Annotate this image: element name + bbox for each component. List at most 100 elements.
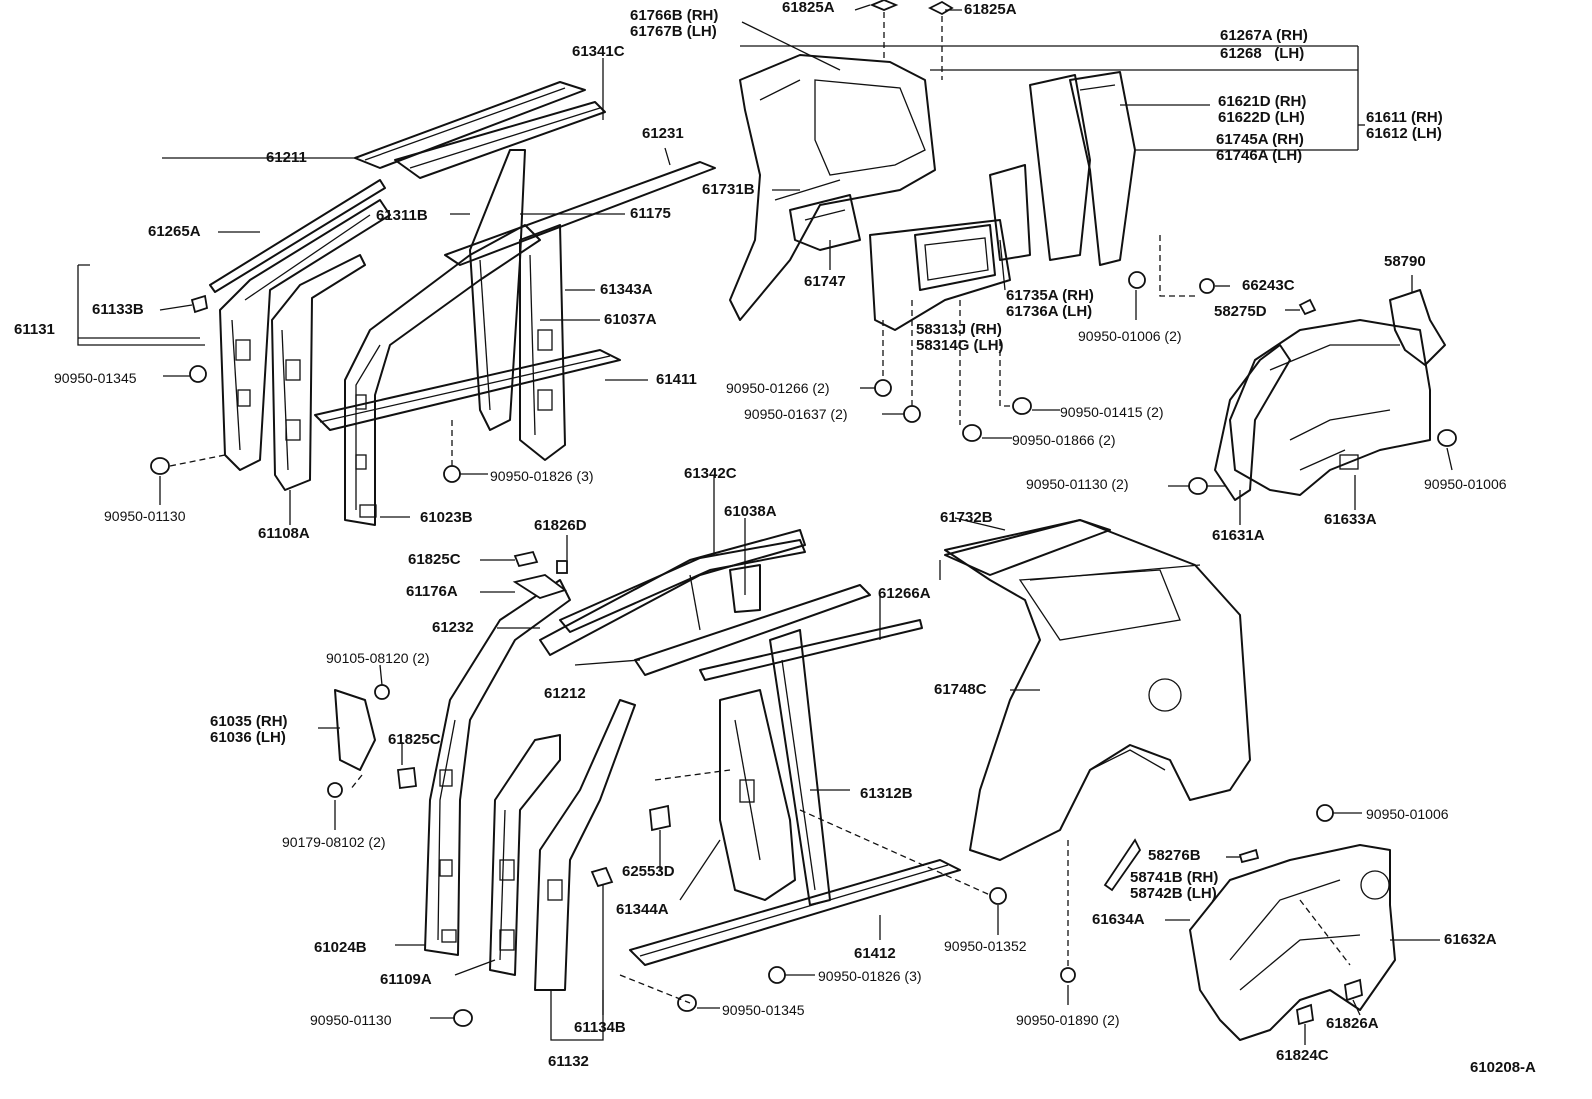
rocker-panel-61411	[314, 349, 621, 431]
label-58276B: 58276B	[1148, 847, 1201, 864]
label-90950-01006-right: 90950-01006	[1424, 476, 1507, 492]
pillar-61621D	[1029, 74, 1091, 261]
clip-90950-01130-right	[1188, 477, 1208, 495]
bolt-90105	[374, 684, 390, 700]
pad-62553D	[649, 804, 671, 832]
pad-61825C-lower	[397, 766, 417, 790]
label-61211: 61211	[266, 149, 307, 166]
front-body-pillar-61024B	[424, 579, 571, 956]
label-61342C: 61342C	[684, 465, 737, 482]
label-58741B: 58741B (RH)	[1130, 869, 1219, 886]
label-61036: 61036 (LH)	[210, 729, 286, 746]
clip-61133B	[190, 294, 209, 314]
label-90950-01266: 90950-01266 (2)	[726, 380, 830, 396]
label-61231: 61231	[642, 125, 684, 142]
label-61412: 61412	[854, 945, 896, 962]
label-90950-01826-bottom: 90950-01826 (3)	[818, 968, 922, 984]
clip-90950-01826-bottom	[768, 966, 786, 984]
clip-61134B-part	[590, 866, 614, 888]
label-61731B: 61731B	[702, 181, 755, 198]
clip-90950-01006-2	[1128, 271, 1146, 289]
clip-61826D	[556, 560, 568, 574]
tab-61825A-right	[927, 0, 954, 16]
clip-90950-01266	[874, 379, 892, 397]
label-61825C-upper: 61825C	[408, 551, 461, 568]
clip-90950-01345-top	[189, 365, 207, 383]
quarter-inner-panel-61731B	[729, 54, 936, 321]
label-90950-01415: 90950-01415 (2)	[1060, 404, 1164, 420]
label-61038A: 61038A	[724, 503, 777, 520]
roof-side-rail-61211	[354, 81, 586, 169]
label-66243C: 66243C	[1242, 277, 1295, 294]
label-61212: 61212	[544, 685, 586, 702]
label-61631A: 61631A	[1212, 527, 1265, 544]
label-58790: 58790	[1384, 253, 1426, 270]
roof-rail-inner-61341C	[394, 58, 606, 179]
rocker-panel-61412	[629, 859, 961, 966]
label-61268: 61268 (LH)	[1220, 45, 1305, 62]
label-61767B: 61767B (LH)	[630, 23, 717, 40]
roof-rail-61342C	[559, 539, 806, 633]
label-61766B: 61766B (RH)	[630, 7, 719, 24]
front-pillar-outer-61131	[219, 199, 391, 471]
clip-90950-01637	[903, 405, 921, 423]
clip-90950-01866	[962, 424, 982, 442]
clip-90950-01826-top	[443, 465, 461, 483]
label-90950-01006-lower: 90950-01006	[1366, 806, 1449, 822]
label-61134B: 61134B	[574, 1019, 626, 1036]
quarter-panel-61748C	[944, 519, 1251, 861]
label-61732B: 61732B	[940, 509, 993, 526]
quarter-panel-extension	[869, 219, 1011, 331]
label-61024B: 61024B	[314, 939, 367, 956]
drip-molding-61266A	[699, 619, 923, 681]
label-61035: 61035 (RH)	[210, 713, 288, 730]
label-61108A: 61108A	[258, 525, 310, 542]
center-pillar-61037A	[519, 224, 566, 461]
drip-molding-61265A	[209, 179, 386, 293]
bracket-58790	[1389, 289, 1446, 366]
label-62553D: 62553D	[622, 863, 675, 880]
label-61612: 61612 (LH)	[1366, 125, 1442, 142]
label-61266A: 61266A	[878, 585, 931, 602]
front-pillar-inner-61108A	[271, 254, 366, 491]
tab-61825A-left	[869, 0, 899, 11]
label-61023B: 61023B	[420, 509, 473, 526]
label-61176A: 61176A	[406, 583, 458, 600]
label-61109A: 61109A	[380, 971, 432, 988]
center-pillar-61344A	[769, 629, 831, 906]
clip-90950-01130-bottom	[453, 1009, 473, 1027]
label-61633A: 61633A	[1324, 511, 1377, 528]
label-61343A: 61343A	[600, 281, 653, 298]
label-58275D: 58275D	[1214, 303, 1267, 320]
clip-90950-01130-topleft	[150, 457, 170, 475]
label-90950-01352: 90950-01352	[944, 938, 1027, 954]
label-61736A: 61736A (LH)	[1006, 303, 1093, 320]
label-61622D: 61622D (LH)	[1218, 109, 1305, 126]
label-90950-01130-2: 90950-01130 (2)	[1026, 476, 1129, 492]
label-61747: 61747	[804, 273, 846, 290]
label-61037A: 61037A	[604, 311, 657, 328]
label-61312B: 61312B	[860, 785, 913, 802]
bracket-61176A	[512, 574, 567, 599]
label-61131: 61131	[14, 321, 55, 338]
label-90950-01890: 90950-01890 (2)	[1016, 1012, 1120, 1028]
roof-side-rail-61232	[539, 529, 806, 656]
label-61746A: 61746A (LH)	[1216, 147, 1303, 164]
label-61824C: 61824C	[1276, 1047, 1329, 1064]
label-61735A: 61735A (RH)	[1006, 287, 1094, 304]
clip-90950-01890	[1060, 967, 1076, 983]
front-pillar-inner-61109A	[489, 734, 561, 976]
label-61825A-left: 61825A	[782, 0, 835, 16]
tab-61826A	[1344, 978, 1363, 1002]
label-61611: 61611 (RH)	[1366, 109, 1443, 126]
label-90950-01130-left: 90950-01130	[104, 508, 186, 524]
bracket-61035	[334, 689, 376, 771]
roof-rail-61231	[444, 161, 716, 266]
label-90950-01006-2: 90950-01006 (2)	[1078, 328, 1182, 344]
center-pillar-61311B	[469, 149, 526, 431]
label-61232: 61232	[432, 619, 474, 636]
center-pillar-61312B	[719, 689, 796, 901]
label-61745A: 61745A (RH)	[1216, 131, 1304, 148]
